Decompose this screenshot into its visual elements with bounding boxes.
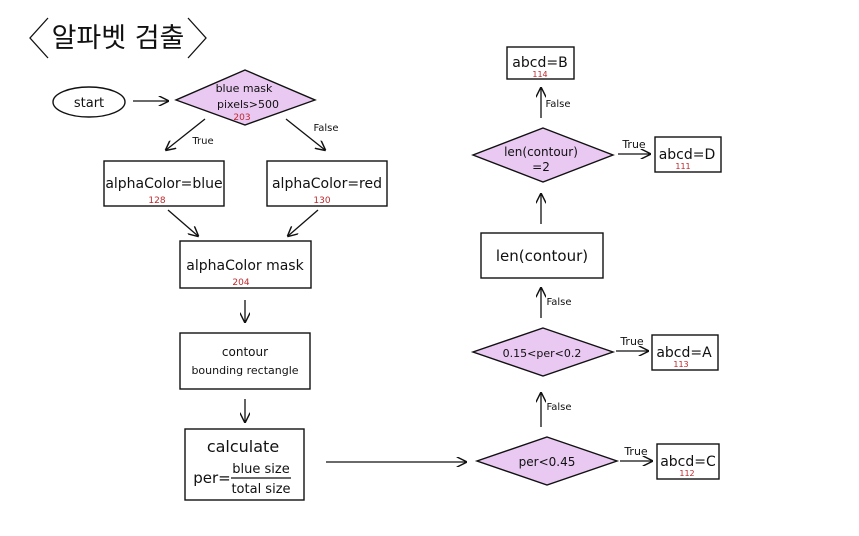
abcd-b-code: 114 (532, 70, 547, 79)
title-left-bracket (29, 17, 49, 59)
abcd-d-code: 111 (675, 162, 690, 171)
alpha-mask-label: alphaColor mask (186, 258, 304, 274)
contour-line2: bounding rectangle (191, 364, 298, 377)
blue-mask-code: 203 (233, 113, 250, 123)
calculate-denominator: total size (231, 482, 290, 497)
edge-blue-mask-true (166, 118, 206, 150)
decision-per-range: 0.15<per<0.2 (470, 327, 616, 377)
edge-label-true-c: True (623, 445, 648, 458)
process-alpha-red: alphaColor=red 130 (266, 160, 388, 207)
per-range-label: 0.15<per<0.2 (503, 347, 582, 360)
process-contour: contour bounding rectangle (179, 332, 311, 390)
per-045-label: per<0.45 (519, 455, 576, 469)
abcd-c-label: abcd=C (660, 454, 716, 470)
page-title: 알파벳 검출 (52, 23, 185, 54)
decision-blue-mask: blue mask pixels>500 203 (174, 69, 317, 126)
len-eq2-line2: =2 (532, 160, 550, 174)
process-calculate: calculate per= blue size total size (184, 428, 305, 501)
len-eq2-line1: len(contour) (504, 145, 578, 159)
alpha-blue-label: alphaColor=blue (105, 176, 222, 192)
result-abcd-a: abcd=A 113 (651, 334, 719, 371)
edge-label-false-3: False (546, 297, 571, 308)
calculate-prefix: per= (193, 469, 231, 487)
title-right-bracket (187, 17, 207, 59)
edge-label-true-a: True (619, 335, 644, 348)
start-label: start (74, 96, 104, 111)
edge-label-true-d: True (621, 138, 646, 151)
alpha-red-label: alphaColor=red (272, 176, 382, 192)
blue-mask-line2: pixels>500 (217, 98, 279, 111)
process-alpha-mask: alphaColor mask 204 (179, 240, 312, 289)
calculate-numerator: blue size (232, 462, 289, 477)
decision-per-045: per<0.45 (474, 436, 620, 486)
alpha-blue-code: 128 (148, 196, 165, 206)
len-contour-label: len(contour) (496, 247, 588, 265)
abcd-c-code: 112 (679, 469, 694, 478)
alpha-red-code: 130 (313, 196, 330, 206)
abcd-a-label: abcd=A (656, 345, 712, 361)
calculate-line1: calculate (207, 437, 279, 456)
edge-label-false-2: False (546, 402, 571, 413)
edge-blue-mask-false (285, 118, 325, 150)
edge-label-true-1: True (191, 136, 213, 147)
edge-label-false-4: False (545, 99, 570, 110)
result-abcd-c: abcd=C 112 (656, 443, 720, 480)
decision-len-eq2: len(contour) =2 (471, 127, 615, 183)
alpha-mask-code: 204 (232, 278, 249, 288)
abcd-b-label: abcd=B (512, 55, 567, 71)
process-len-contour: len(contour) (480, 232, 604, 279)
start-node: start (52, 86, 126, 118)
abcd-d-label: abcd=D (659, 147, 716, 163)
blue-mask-line1: blue mask (216, 82, 273, 95)
process-alpha-blue: alphaColor=blue 128 (103, 160, 225, 207)
edge-alpha-red-to-mask (288, 209, 319, 236)
contour-line1: contour (222, 345, 268, 359)
result-abcd-b: abcd=B 114 (506, 46, 575, 80)
result-abcd-d: abcd=D 111 (654, 136, 722, 173)
edge-alpha-blue-to-mask (167, 209, 198, 236)
title-group: 알파벳 검출 (29, 17, 207, 59)
abcd-a-code: 113 (673, 360, 688, 369)
edge-label-false-1: False (313, 123, 338, 134)
